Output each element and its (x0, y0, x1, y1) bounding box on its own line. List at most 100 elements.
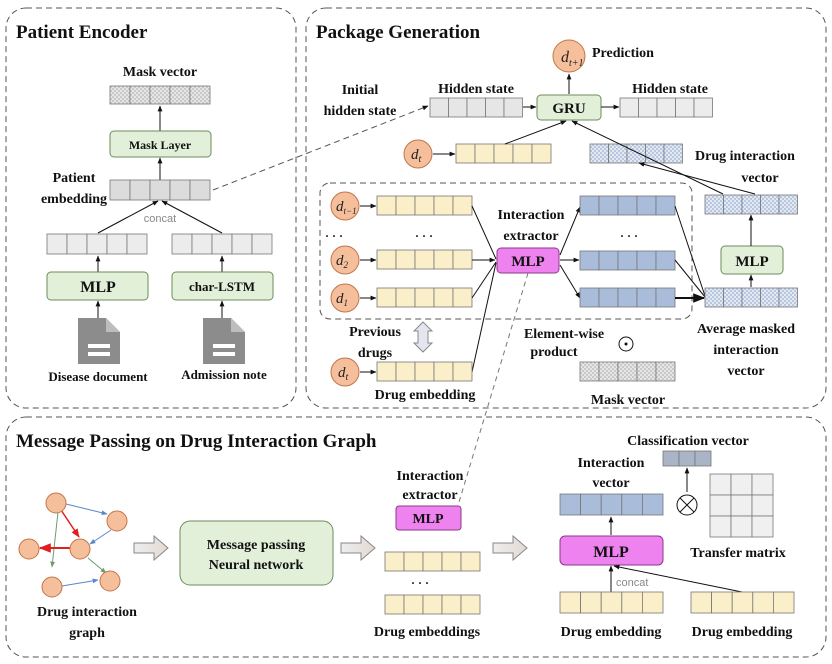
vector-cell (395, 287, 416, 308)
vector-cell (655, 287, 676, 308)
disease-document-label: Disease document (48, 369, 148, 384)
ellipsis-embeddings: · · · (415, 229, 433, 243)
vector-cell (619, 97, 639, 118)
mask-layer-label: Mask Layer (129, 138, 192, 152)
vector-cell (655, 195, 676, 216)
vector-cell (773, 591, 795, 614)
vector-cell (395, 195, 416, 216)
graph-label-2: graph (69, 626, 105, 641)
vector-cell (778, 194, 798, 215)
vector-cell (503, 97, 523, 118)
double-arrow-icon (412, 321, 434, 353)
message-passing-title: Message Passing on Drug Interaction Grap… (16, 431, 377, 452)
mlp-avg-label: MLP (735, 254, 768, 270)
patient-embedding (109, 179, 211, 201)
vector-cell (589, 143, 609, 164)
vector-cell (678, 450, 696, 467)
vector-cell (414, 361, 435, 382)
graph-label-1: Drug interaction (37, 605, 137, 620)
vector-cell (129, 179, 151, 201)
vector-cell (211, 233, 233, 255)
interaction-output-3 (579, 287, 676, 308)
interaction-output-2 (579, 250, 676, 271)
mask-vector-package-label: Mask vector (591, 393, 665, 408)
vector-cell (189, 85, 211, 105)
vector-cell (395, 361, 416, 382)
vector-cell (711, 591, 733, 614)
mp-mlp-magenta (395, 505, 462, 531)
vector-cell (251, 233, 273, 255)
odot-center (624, 342, 628, 346)
vector-cell (655, 250, 676, 271)
mp-mlp-right (559, 535, 664, 566)
drug-embeddings-bottom (384, 594, 481, 615)
mask-vector (109, 85, 211, 105)
vector-cell (675, 97, 695, 118)
vector-cell (636, 287, 657, 308)
vector-cell (191, 233, 213, 255)
vector-cell (422, 551, 443, 572)
vector-cell (448, 97, 468, 118)
vector-cell (429, 97, 449, 118)
vector-cell (395, 249, 416, 270)
admission-note-label: Admission note (181, 367, 267, 382)
vector-cell (579, 287, 600, 308)
package-generation-title: Package Generation (316, 22, 481, 43)
previous-drug-node (330, 283, 360, 313)
matrix-cell (709, 494, 732, 517)
matrix-cell (709, 515, 732, 538)
graph-node (45, 492, 67, 514)
admission-embedding (171, 233, 273, 255)
vector-cell (189, 179, 211, 201)
drug-embedding-left (559, 591, 664, 614)
disease-embedding (46, 233, 148, 255)
vector-cell (693, 97, 713, 118)
vector-cell (376, 195, 397, 216)
graph-node (106, 510, 128, 532)
vector-cell (778, 287, 798, 308)
drug-embedding-right-label: Drug embedding (692, 625, 793, 640)
vector-cell (452, 249, 473, 270)
vector-cell (460, 551, 481, 572)
vector-cell (109, 179, 131, 201)
drug-embedding-left-label: Drug embedding (561, 625, 662, 640)
previous-drugs-group (319, 182, 693, 320)
panel-package-generation (305, 7, 827, 409)
matrix-cell (730, 494, 753, 517)
mask-layer-box (109, 130, 212, 158)
vector-cell (231, 233, 253, 255)
vector-cell (752, 591, 774, 614)
dt-node (403, 139, 433, 169)
vector-cell (171, 233, 193, 255)
vector-cell (579, 195, 600, 216)
odot-icon (618, 336, 634, 352)
vector-cell (690, 591, 713, 614)
vector-cell (414, 287, 435, 308)
dt-embedding (455, 143, 552, 164)
vector-cell (600, 493, 623, 516)
patient-encoder-title: Patient Encoder (16, 22, 148, 43)
matrix-cell (730, 515, 753, 538)
matrix-cell (751, 494, 774, 517)
vector-cell (422, 594, 443, 615)
vector-cell (598, 195, 619, 216)
vector-cell (656, 97, 676, 118)
avg-masked-label-3: vector (727, 364, 764, 379)
classification-vector (662, 450, 712, 467)
vector-cell (580, 591, 602, 614)
vector-cell (403, 594, 424, 615)
interaction-output-1 (579, 195, 676, 216)
vector-cell (760, 194, 780, 215)
graph-node (41, 576, 63, 598)
vector-cell (452, 287, 473, 308)
avg-masked-label-1: Average masked (697, 322, 795, 337)
vector-cell (106, 233, 128, 255)
mp-mlp-magenta-label: MLP (412, 512, 444, 527)
dt-node-label: dt (411, 147, 422, 165)
interaction-vector-label-1: Interaction (578, 456, 645, 471)
matrix-cell (730, 473, 753, 496)
vector-cell (662, 450, 680, 467)
vector-cell (600, 591, 623, 614)
drug-embedding-right (690, 591, 795, 614)
vector-cell (704, 194, 724, 215)
